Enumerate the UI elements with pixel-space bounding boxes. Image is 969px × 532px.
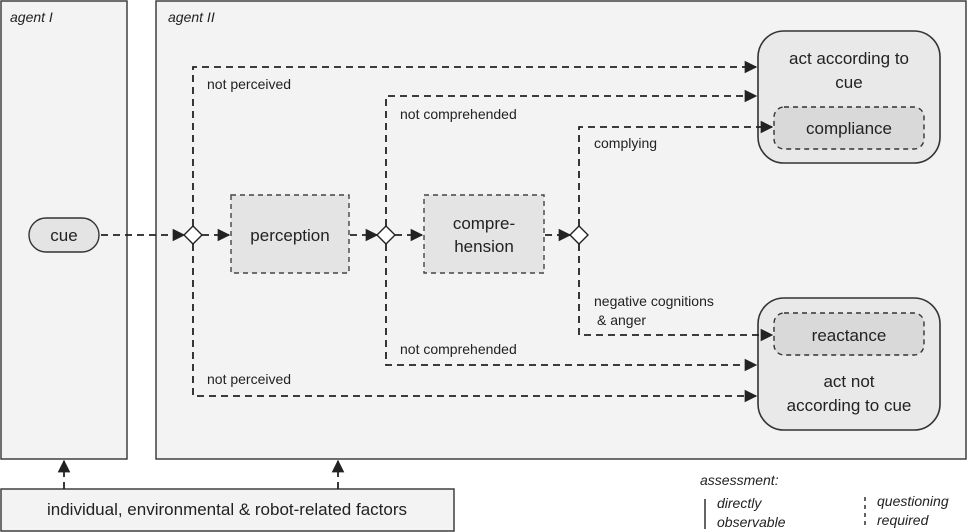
label-not-comprehended-top: not comprehended <box>400 106 517 122</box>
cue-node <box>28 217 100 253</box>
arrow-not-perceived-bottom <box>192 244 758 403</box>
factors-label: individual, environmental & robot-relate… <box>47 500 407 519</box>
compliance-label: compliance <box>806 119 892 138</box>
factors-box <box>0 488 455 532</box>
arrow-complying <box>578 120 774 226</box>
arrow-not-perceived-top <box>192 60 758 226</box>
comprehension-label-line2: hension <box>454 237 514 256</box>
compliance-node <box>773 106 925 150</box>
label-negative-line1: negative cognitions <box>594 293 714 309</box>
act-not-line2: according to cue <box>787 396 912 415</box>
reactance-node <box>773 312 925 356</box>
comprehension-label-line1: compre- <box>453 214 515 233</box>
legend-directly-line1: directly <box>717 495 762 511</box>
comprehension-node <box>423 194 545 274</box>
act-not-line1: act not <box>823 372 874 391</box>
legend-title: assessment: <box>700 472 779 488</box>
agent-1-label: agent I <box>10 9 53 25</box>
decision-diamond-comprehended <box>376 225 396 245</box>
act-according-line2: cue <box>835 73 862 92</box>
label-not-comprehended-bottom: not comprehended <box>400 341 517 357</box>
decision-diamond-response <box>569 225 589 245</box>
legend-questioning-line2: required <box>877 512 930 528</box>
reactance-label: reactance <box>812 326 887 345</box>
label-complying: complying <box>594 135 657 151</box>
act-according-line1: act according to <box>789 49 909 68</box>
legend-directly-line2: observable <box>717 514 786 530</box>
agent-2-label: agent II <box>168 9 215 25</box>
arrow-not-comprehended-bottom <box>385 244 758 372</box>
perception-node <box>230 194 350 274</box>
label-not-perceived-bottom: not perceived <box>207 371 291 387</box>
cue-label: cue <box>50 226 77 245</box>
label-negative-line2: & anger <box>597 312 646 328</box>
perception-label: perception <box>250 226 329 245</box>
arrow-negative-cognitions <box>578 244 774 342</box>
arrow-not-comprehended-top <box>385 89 758 226</box>
legend-questioning-line1: questioning <box>877 493 949 509</box>
label-not-perceived-top: not perceived <box>207 76 291 92</box>
decision-diamond-perceived <box>183 225 203 245</box>
